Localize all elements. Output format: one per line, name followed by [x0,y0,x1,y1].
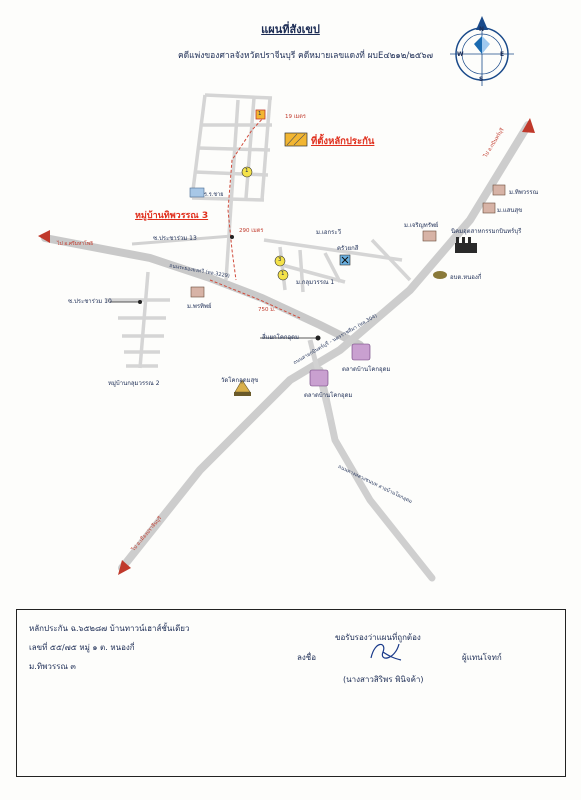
node-label-1: 1 [281,271,285,277]
kulumwan-roads [263,238,412,293]
node-label-top: 1 [245,168,249,174]
kru-yok-label: ครัวยกสี [337,245,359,252]
house-icon [492,184,506,196]
factory-icon [455,243,477,253]
soi-10-label: ซ.ประชาร่วม 10 [68,298,112,305]
distance-top-label: 19 เมตร [285,114,306,120]
market-2-label: ตลาดบ้านโคกอุดม [304,392,353,399]
footer-line-3: ม.ทิพวรรณ ๓ [29,662,76,671]
soi-13-road [131,234,233,246]
diag-highway [118,121,532,572]
soi-13-label: ซ.ประชาร่วม 13 [153,235,197,242]
market-icon [309,369,329,387]
industrial-label: นิคมอุตสาหกรรมกบินทร์บุรี [451,228,522,235]
compass-west: W [457,51,464,58]
building-icons [189,184,506,396]
node-circle-1 [277,269,289,281]
compass-rose [450,16,514,86]
footer-box: หลักประกัน ฉ.๖๕๒๘๗ บ้านทาวน์เฮาส์ชั้นเดี… [16,609,566,777]
property-node-label: 1 [258,111,262,117]
temple-label: วัดโคกอุดมสุข [221,377,259,384]
node-circle-top [241,166,253,178]
saensuk-label: ม.แสนสุข [497,207,523,214]
to-west-label: ไป อ.ศรีมหาโพธิ [57,241,94,247]
market-1-label: ตลาดบ้านโคกอุดม [342,366,391,373]
prasit-label: ม.พรทิพย์ [187,303,212,310]
distance-low-label: 750 ม. [258,307,276,313]
school-icon [189,187,205,198]
certify-text: ขอรับรองว่าแผนที่ถูกต้อง [335,633,421,642]
footer-line-1: หลักประกัน ฉ.๖๕๒๘๗ บ้านทาวน์เฮาส์ชั้นเดี… [29,624,190,633]
legend-label: ที่ตั้งหลักประกัน [311,136,375,147]
soi-13-dot [230,235,234,239]
house-icon [422,230,437,242]
village-2-roads [106,271,170,369]
ekarat-label: ม.เอกระวี [316,229,341,236]
role-label: ผู้แทนโจทก์ [462,653,502,662]
village-2-label: หมู่บ้านกลุมวรรณ 2 [108,380,160,387]
school-label: ร.ร.ชาย [204,192,224,198]
page-title: แผนที่สังเขป [261,23,320,36]
village-roads-north [190,93,273,281]
node-circle-3 [274,255,286,267]
kulumwan-1-label: ม.กลุมวรรณ 1 [296,279,335,286]
compass-south: S [479,76,484,83]
south-road [316,366,436,582]
signer-name: (นางสาวสิริพร พินิจค้า) [343,675,424,684]
village-main-label: หมู่บ้านทิพวรรณ 3 [135,211,209,221]
intersection-label: สี่แยกโคกอุดม [262,334,300,341]
arrow-northeast [522,118,535,133]
house-icon [482,202,496,214]
arrow-west [38,230,50,243]
tambon-label: อบต.หนองกี่ [450,274,482,281]
property-marker [255,109,266,120]
tippawan-label: ม.ทิพวรรณ [509,189,539,196]
route-dashed-north [227,115,266,281]
route-dashed-mid [209,279,301,319]
page-subtitle: คดีแพ่งของศาลจังหวัดปราจีนบุรี คดีหมายเล… [177,51,434,61]
market-icon [351,343,371,361]
legend-swatch [284,132,308,147]
tambon-office-icon [433,271,447,279]
house-icon [190,286,205,298]
sign-label: ลงชื่อ [297,653,317,662]
node-label-3: 3 [278,257,282,263]
jaroen-label: ม.เจริญทรัพย์ [404,222,439,229]
signature-mark [370,643,402,661]
main-road [41,234,364,349]
distance-mid-label: 290 เมตร [239,228,264,234]
compass-east: E [500,51,505,58]
arrow-southwest [118,560,131,575]
footer-line-2: เลขที่ ๕๕/๗๕ หมู่ ๑ ต. หนองกี่ [29,643,135,652]
compass-north: N [479,26,485,33]
